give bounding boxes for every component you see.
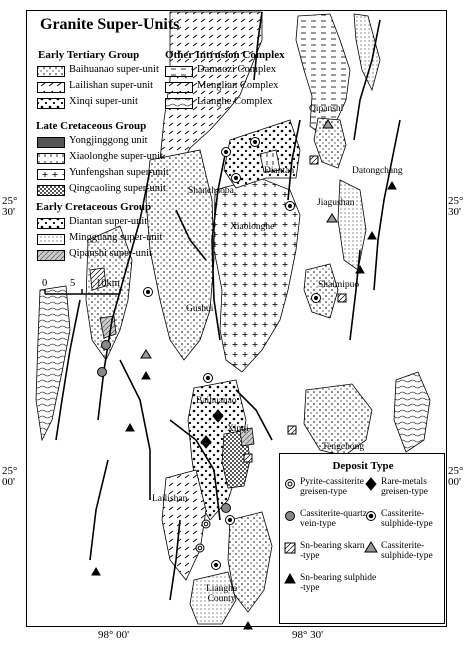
south-strip (227, 511, 273, 613)
gray-triangle-icon (364, 541, 378, 553)
deposit-legend-title: Deposit Type (332, 460, 394, 472)
lailishan-body (161, 469, 207, 581)
deposit-item-sn-sulphide: Sn-bearing sulphide -type (300, 573, 377, 593)
lianghe-body (189, 571, 237, 625)
deposit-icons (284, 477, 378, 584)
place-lianghe: Lianghe County (206, 584, 238, 604)
scale-bar (44, 289, 121, 295)
place-shanchaoba: Shanchaoba (188, 186, 234, 196)
swatch-mingguang (37, 234, 65, 245)
legend-item-qingcaoling: Qingcaoling super-unit (69, 183, 166, 194)
place-shaimipuo: Shaimipuo (318, 280, 360, 290)
double-circle-icon (285, 479, 295, 489)
legend-item-xiaolonghe: Xiaolonghe super-unit (69, 151, 163, 162)
legend-item-mingguang: Mingguang super-unit (69, 232, 163, 243)
coord-bottom-left: 98° 00' (98, 629, 130, 641)
legend-item-lianghe: Lianghe Complex (197, 96, 273, 107)
map-title: Granite Super-Units (40, 16, 180, 33)
coord-right-top: 25° 30' (448, 195, 464, 218)
legend-item-menglian: Menglian Complex (197, 80, 279, 91)
qipanshi-body (313, 117, 347, 169)
tengchong-body (303, 383, 373, 457)
place-datongchang: Datongchang (352, 166, 403, 176)
legend-group-late-cretaceous: Late Cretaceous Group (36, 120, 147, 132)
place-baihuanao: Baihuanao (196, 396, 237, 406)
swatch-lianghe (165, 98, 193, 109)
deposit-item-sulphide: Cassiterite- sulphide-type (381, 509, 433, 529)
deposit-item-sulphide-2: Cassiterite- sulphide-type (381, 541, 433, 561)
legend-item-baihuanao: Baihuanao super-unit (69, 64, 159, 75)
gushui-body (145, 149, 215, 361)
coord-left-top: 25° 30' (2, 195, 18, 218)
fine-dot-strip (353, 13, 381, 92)
right-bottom-strip (393, 371, 431, 453)
legend-item-xinqi: Xinqi super-unit (69, 96, 138, 107)
place-qipanshi: Qipanshi (309, 104, 344, 114)
legend-item-damaozi: Damaozi Complex (197, 64, 277, 75)
west-strip (35, 285, 71, 442)
damaozi-body (295, 13, 351, 136)
swatch-yunfengshan (37, 169, 65, 180)
filled-circle-icon (285, 511, 295, 521)
fault-line (353, 19, 381, 141)
swatch-qingcaoling (37, 185, 65, 196)
square-icon (284, 542, 296, 554)
legend-item-qipanshi: Qipanshi super-unit (69, 248, 152, 259)
deposit-legend: Deposit Type Pyrite-cassiterite greisen-… (279, 453, 445, 624)
deposit-item-pyrite: Pyrite-cassiterite greisen-type (300, 477, 364, 497)
shaimipuo-body (303, 263, 339, 319)
triangle-icon (284, 572, 296, 584)
legend-item-yunfengshan: Yunfengshan super-unit (69, 167, 169, 178)
swatch-menglian (165, 82, 193, 93)
place-lailishan: Lailishan (152, 494, 188, 504)
xiaolonghe-body (213, 177, 301, 373)
scale-tick-5: 5 (70, 278, 76, 289)
legend-item-lailishan: Lailishan super-unit (69, 80, 154, 91)
diamond-icon (365, 477, 377, 491)
swatch-qipanshi (37, 250, 65, 261)
legend-item-diantan: Diantan super-unit (69, 216, 148, 227)
coord-bottom-right: 98° 30' (292, 629, 324, 641)
coord-right-bottom: 25° 00' (448, 465, 464, 488)
north-central-body (159, 11, 263, 192)
deposit-item-skarn: Sn-bearing skarn -type (300, 541, 365, 561)
coord-left-bottom: 25° 00' (2, 465, 18, 488)
swatch-yongjinggong (37, 137, 65, 148)
legend-group-early-tertiary: Early Tertiary Group (38, 49, 140, 61)
scale-tick-0: 0 (42, 278, 48, 289)
place-xinqi: Xinqi (227, 424, 249, 434)
swatch-damaozi (165, 66, 193, 77)
swatch-xinqi (37, 98, 65, 109)
mingguang-body (85, 225, 133, 361)
place-jiagushan: Jiagushan (317, 198, 355, 208)
swatch-baihuanao (37, 66, 65, 77)
place-xiaolonghe: Xiaolonghe (230, 222, 275, 232)
deposit-item-rare-metals: Rare-metals greisen-type (381, 477, 428, 497)
east-strip (337, 179, 367, 271)
dot-circle-icon (366, 511, 376, 521)
place-diantan: Diantan (264, 166, 295, 176)
legend-item-yongjinggong: Yongjinggong unit (69, 135, 148, 146)
scale-tick-10: 10km (96, 278, 120, 289)
swatch-xiaolonghe (37, 153, 65, 164)
legend-group-early-cretaceous: Early Cretaceous Group (36, 201, 152, 213)
swatch-diantan (37, 218, 65, 229)
legend-group-other-intrusion: Other Intrusion Complex (165, 49, 285, 61)
swatch-lailishan (37, 82, 65, 93)
place-gushui: Gushui (186, 304, 214, 314)
deposit-item-quartz-vein: Cassiterite-quartz vein-type (300, 509, 368, 529)
